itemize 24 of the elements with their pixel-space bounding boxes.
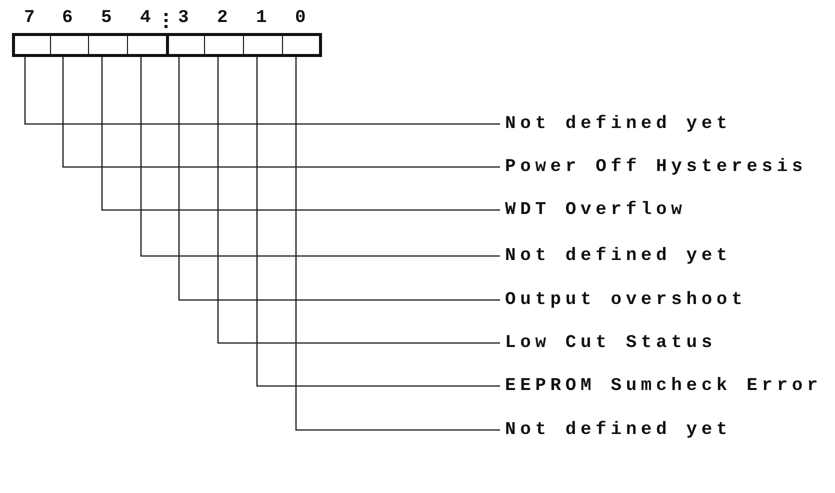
bit-description: WDT Overflow — [505, 200, 686, 220]
bit-description: Not defined yet — [505, 246, 732, 266]
bit-number: 7 — [24, 8, 35, 28]
bit-number: 4 — [140, 8, 151, 28]
connector-line — [140, 57, 500, 257]
bit-description: Not defined yet — [505, 114, 732, 134]
bit-description: Not defined yet — [505, 420, 732, 440]
bit-number: 3 — [178, 8, 189, 28]
bit-description: EEPROM Sumcheck Error — [505, 376, 822, 396]
connector-line — [178, 57, 500, 301]
bit-description: Power Off Hysteresis — [505, 157, 808, 177]
connector-line — [217, 57, 500, 344]
connector-line — [256, 57, 500, 387]
connector-line — [62, 57, 500, 168]
connector-line — [101, 57, 500, 211]
connector-line — [295, 57, 500, 431]
bit-number: 5 — [101, 8, 112, 28]
bit-number: 2 — [217, 8, 228, 28]
bit-number: 6 — [62, 8, 73, 28]
connector-line — [24, 57, 500, 125]
bit-description: Output overshoot — [505, 290, 747, 310]
bit-number: 1 — [256, 8, 267, 28]
bit-number: 0 — [295, 8, 306, 28]
bit-description: Low Cut Status — [505, 333, 716, 353]
